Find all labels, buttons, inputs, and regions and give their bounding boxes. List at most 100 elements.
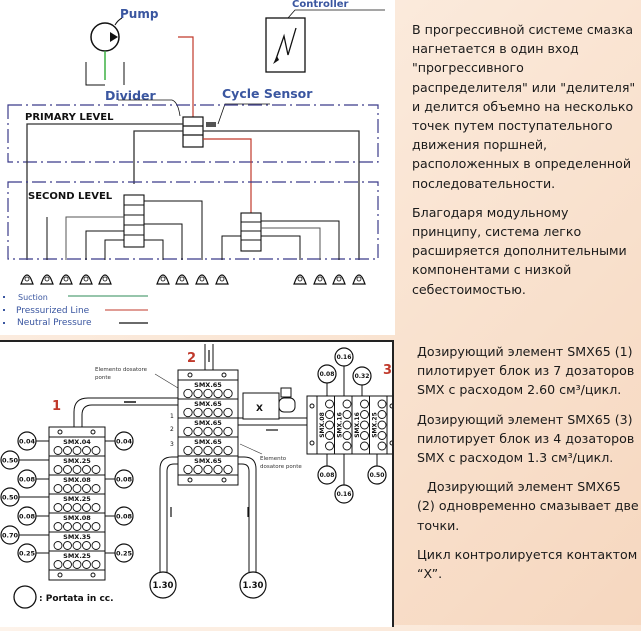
dosing-element: SMX.65 [177, 436, 239, 457]
description-paragraph: Дозирующий элемент SMX65 (2) одновременн… [417, 479, 639, 533]
dosing-element-label: SMX.16 [354, 412, 361, 438]
description-paragraph: В прогрессивной системе смазка нагнетает… [412, 22, 636, 191]
pump-label: Pump [120, 7, 159, 21]
output-circle-block2: 1.30 [149, 571, 177, 599]
dosing-element-label: SMX.08 [63, 476, 91, 484]
dosing-element: SMX.08 [316, 395, 335, 455]
output-circle-bottom: 0.16 [334, 484, 354, 504]
dosing-element: SMX.08 [48, 474, 106, 495]
lubrication-point-icon [20, 274, 34, 285]
lubrication-point-icon [215, 274, 229, 285]
dosing-element-label: SMX.65 [194, 438, 222, 446]
block-number-2: 2 [187, 351, 196, 366]
output-circle-right: 0.25 [114, 543, 134, 563]
dosing-element: SMX.65 [177, 417, 239, 438]
description-paragraph: Цикл контролируется контактом “X”. [417, 546, 638, 582]
output-value: 0.70 [2, 531, 19, 539]
second-level-box [7, 181, 379, 260]
progressive-system-schematic: Pump Controller Divider Cycle Sensor PRI… [0, 0, 395, 335]
dosing-element: SMX.04 [48, 436, 106, 457]
dosing-element: SMX.25 [48, 493, 106, 514]
port-number-1: 1 [170, 413, 174, 420]
output-value: 0.04 [116, 437, 133, 445]
dosing-element-label: SMX.65 [194, 457, 222, 465]
output-circle-top: 0.08 [317, 364, 337, 384]
secondary-divider-left [123, 194, 145, 248]
dosing-element-label: SMX.04 [63, 438, 91, 446]
dosing-element: SMX.08 [48, 512, 106, 533]
output-circle-left: 0.04 [17, 431, 37, 451]
legend-neutral-label: Neutral Pressure [17, 318, 92, 328]
output-circle-left: 0.70 [0, 525, 20, 545]
contact-x-label: X [256, 404, 263, 414]
dosing-element: SMX.35 [48, 531, 106, 552]
legend-pressurized-label: Pressurized Line [16, 306, 90, 316]
output-value: 0.50 [2, 493, 19, 501]
output-circle-left: 0.25 [17, 543, 37, 563]
lubrication-point-icon [195, 274, 209, 285]
lubrication-point-icon [313, 274, 327, 285]
description-paragraph: Благодаря модульному принципу, система л… [412, 204, 627, 297]
output-circle-left: 0.50 [0, 450, 20, 470]
output-value: 0.25 [116, 549, 133, 557]
description-bottom: Дозирующий элемент SMX65 (1) пилотирует … [417, 342, 639, 593]
output-circle-top: 0.16 [334, 347, 354, 367]
second-level-label: SECOND LEVEL [28, 191, 113, 202]
block-number-3: 3 [383, 363, 392, 378]
block-number-1: 1 [52, 399, 61, 414]
output-value: 1.30 [243, 581, 264, 591]
output-circle-block2: 1.30 [239, 571, 267, 599]
lubrication-point-icon [79, 274, 93, 285]
lubrication-point-icon [332, 274, 346, 285]
output-circle-top: 0.32 [352, 366, 372, 386]
output-value: 0.50 [2, 456, 19, 464]
description-top: В прогрессивной системе смазка нагнетает… [412, 20, 640, 309]
output-value: 1.30 [153, 581, 174, 591]
output-value: 0.16 [337, 354, 352, 361]
cycle-sensor-label: Cycle Sensor [222, 86, 313, 101]
dosing-element: SMX.16 [351, 395, 370, 455]
smx-dosing-schematic: 1 2 3 Elemento dosatore ponte Elemento d… [0, 340, 398, 627]
dosing-element: SMX.65 [177, 398, 239, 419]
output-value: 0.08 [19, 475, 36, 483]
legend-suction-label: Suction [18, 293, 48, 302]
output-value: 0.08 [320, 371, 335, 378]
primary-divider-block [182, 116, 216, 148]
description-paragraph: Дозирующий элемент SMX65 (3) пилотирует … [417, 411, 635, 466]
portata-legend-label: : Portata in cc. [39, 594, 114, 604]
dosing-element-label: SMX.25 [372, 412, 379, 438]
legend: Suction Pressurized Line Neutral Pressur… [3, 293, 148, 328]
lubrication-point-icon [59, 274, 73, 285]
output-value: 0.04 [19, 437, 36, 445]
output-circle-right: 0.04 [114, 431, 134, 451]
output-flow-circles: 0.04 0.50 0.08 0.50 0.08 0.70 0.25 0.04 0.08 0.08… [0, 347, 387, 599]
output-circle-left: 0.08 [17, 506, 37, 526]
port-number-3: 3 [170, 441, 174, 448]
dosing-element-label: SMX.25 [63, 457, 91, 465]
lubrication-point-icon [156, 274, 170, 285]
primary-level-label: PRIMARY LEVEL [25, 112, 114, 123]
lubrication-point-icon [293, 274, 307, 285]
dosing-element-label: SMX.08 [63, 514, 91, 522]
dosing-element-label: SMX.08 [319, 412, 326, 438]
dosing-element-label: SMX.25 [63, 495, 91, 503]
dosing-element-label: SMX.65 [194, 381, 222, 389]
dosing-element: SMX.25 [48, 455, 106, 476]
dosing-element-label: SMX.25 [63, 552, 91, 560]
output-value: 0.50 [370, 472, 385, 479]
description-paragraph: Дозирующий элемент SMX65 (1) пилотирует … [417, 344, 635, 398]
output-value: 0.16 [337, 491, 352, 498]
output-value: 0.08 [320, 472, 335, 479]
dosing-element: SMX.25 [48, 550, 106, 571]
dosing-element: SMX.65 [177, 379, 239, 400]
annotation-top-line1: Elemento dosatore [95, 367, 148, 373]
lubrication-point-icon [352, 274, 366, 285]
contact-x: X [242, 387, 296, 420]
divider-label: Divider [105, 88, 157, 103]
pump-icon [90, 17, 123, 52]
controller-label: Controller [292, 0, 349, 10]
legend-circle-icon [13, 585, 37, 609]
output-value: 0.25 [19, 549, 36, 557]
